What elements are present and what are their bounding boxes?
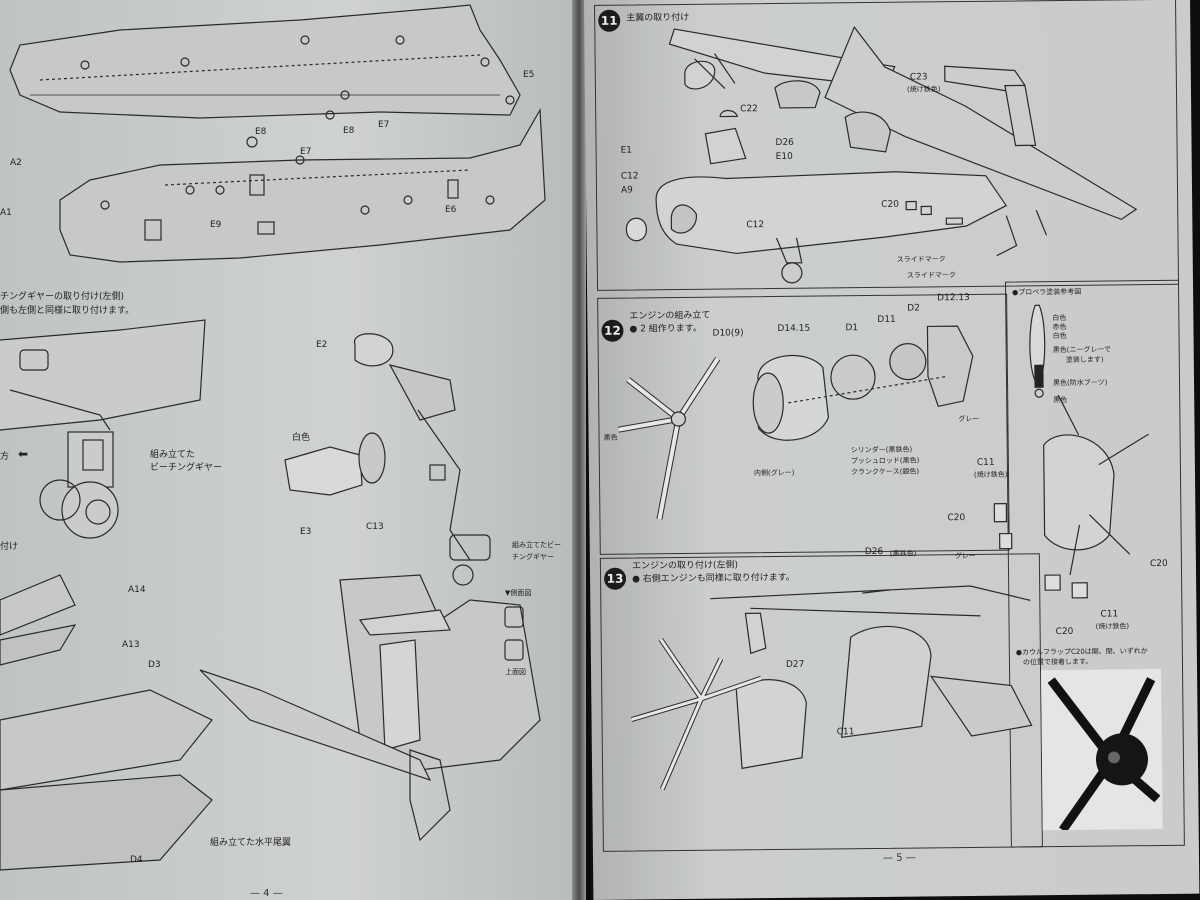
direction-label: 方 xyxy=(0,452,10,462)
cowl-c20c: C20 xyxy=(1055,626,1074,638)
left-page: A2 A1 E5 E7 E8 E8 E7 E9 E6 チングギヤーの取り付け(左… xyxy=(0,0,574,900)
cowl-c11b-note: (焼け鉄色) xyxy=(1095,622,1130,631)
label-e9: E9 xyxy=(210,220,222,230)
left-page-drawings xyxy=(0,4,546,871)
beaching-gear-note: 側も左側と同様に取り付けます。 xyxy=(0,306,135,316)
cowl-c11a: C11 xyxy=(976,457,995,468)
label-d26b-note: (黒鉄色) xyxy=(889,549,917,558)
white-label: 白色 xyxy=(292,433,311,443)
assembled-small: 組み立てたビー xyxy=(512,541,561,549)
prop-black-tip: 黒色(防水ブーツ) xyxy=(1052,378,1108,388)
tailplane-label: 組み立てた水平尾翼 xyxy=(210,838,292,848)
label-d1213: D12.13 xyxy=(937,292,970,304)
label-a2: A2 xyxy=(10,158,22,168)
assembled-gear-label: 組み立てた xyxy=(150,450,196,460)
slide-mark-2: スライドマーク xyxy=(906,271,956,280)
label-c20: C20 xyxy=(881,199,899,210)
label-e2: E2 xyxy=(316,340,328,350)
label-c12b: C12 xyxy=(746,220,765,231)
step13-title: エンジンの取り付け(左側) xyxy=(631,560,739,572)
right-page-number: — 5 — xyxy=(882,852,916,864)
propeller-photo xyxy=(1041,668,1163,833)
label-e3: E3 xyxy=(300,527,312,537)
label-d3: D3 xyxy=(148,660,161,670)
cowl-note2: の位置で接着します。 xyxy=(1022,657,1093,667)
attach-label: 付け xyxy=(0,542,19,552)
slide-mark-1: スライドマーク xyxy=(896,255,946,264)
label-c23-note: (焼け鉄色) xyxy=(906,85,941,94)
label-e5: E5 xyxy=(523,70,535,80)
label-d4: D4 xyxy=(130,855,143,865)
top-view-label: 上面図 xyxy=(505,668,526,676)
label-c11: C11 xyxy=(836,727,855,738)
step12-title: エンジンの組み立て xyxy=(629,310,711,322)
label-d10: D10(9) xyxy=(712,328,744,339)
cowl-c11a-note: (焼け鉄色) xyxy=(973,470,1008,479)
label-e7-mid: E7 xyxy=(300,147,312,157)
step12-note: ● 2 組作ります。 xyxy=(629,323,702,335)
beaching-gear-title: チングギヤーの取り付け(左側) xyxy=(0,292,125,302)
label-cyl2: プッシュロッド(黒色) xyxy=(850,456,920,466)
label-d11: D11 xyxy=(877,314,896,325)
label-a9: A9 xyxy=(620,185,633,196)
right-page-drawings xyxy=(617,25,1149,791)
label-c13: C13 xyxy=(366,522,384,532)
prop-white2: 白色 xyxy=(1052,331,1067,341)
label-e10: E10 xyxy=(775,151,793,163)
step11-badge: 11 xyxy=(598,9,621,32)
label-e8-mid: E8 xyxy=(343,126,355,136)
cowl-c20b: C20 xyxy=(1149,558,1168,570)
step13-note: ● 右側エンジンも同様に取り付けます。 xyxy=(632,572,795,585)
prop-black-note2: 塗装します) xyxy=(1065,355,1104,364)
cowl-c20a: C20 xyxy=(947,513,966,524)
step13-badge: 13 xyxy=(603,567,627,590)
assembled-gear-label2: ビーチングギヤー xyxy=(150,463,223,473)
label-d1: D1 xyxy=(845,323,859,334)
cowl-c11b: C11 xyxy=(1100,609,1119,620)
label-d2: D2 xyxy=(907,303,920,314)
label-black: 黒色 xyxy=(603,433,618,442)
left-arrow-icon: ⬅ xyxy=(18,447,29,461)
label-a13: A13 xyxy=(122,640,140,650)
label-c22: C22 xyxy=(740,104,758,115)
left-page-number: — 4 — xyxy=(250,888,283,899)
label-e6: E6 xyxy=(445,205,457,215)
prop-ref-title: ●プロペラ塗装参考図 xyxy=(1012,287,1082,297)
cowl-gray: グレー xyxy=(954,551,976,561)
prop-black-note1: 黒色(ニーグレーで xyxy=(1052,345,1112,355)
label-e1: E1 xyxy=(620,145,633,156)
label-cyl3: クランクケース(銀色) xyxy=(850,467,920,477)
right-page: 11 主翼の取り付け C23 (焼け鉄色) C22 E1 D26 E10 C12… xyxy=(584,0,1200,900)
assembled-small2: チングギヤー xyxy=(512,553,554,561)
label-gray: グレー xyxy=(958,414,980,424)
label-a14: A14 xyxy=(128,585,146,595)
prop-black-end: 黒色 xyxy=(1053,395,1068,405)
label-c23: C23 xyxy=(909,72,928,83)
side-view-label: ▼側面図 xyxy=(505,589,532,597)
label-d1415: D14.15 xyxy=(777,323,811,334)
label-cyl1: シリンダー(黒鉄色) xyxy=(850,445,913,455)
step11-title: 主翼の取り付け xyxy=(626,12,690,24)
label-e8-top: E8 xyxy=(255,127,267,137)
label-e7-top: E7 xyxy=(378,120,390,130)
label-d26: D26 xyxy=(775,137,794,149)
label-a1: A1 xyxy=(0,208,12,218)
label-d26b: D26 xyxy=(864,546,884,558)
book-gutter xyxy=(572,0,586,900)
label-inner: 内側(グレー) xyxy=(753,468,795,478)
step12-badge: 12 xyxy=(601,319,624,342)
label-c12a: C12 xyxy=(620,171,639,182)
label-d27: D27 xyxy=(785,659,805,670)
